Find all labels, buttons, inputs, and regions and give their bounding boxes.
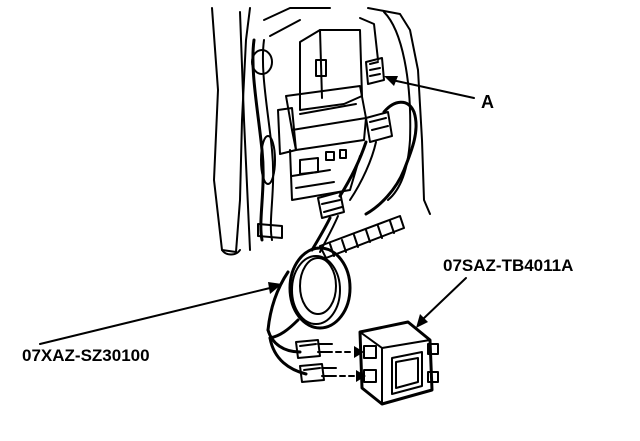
part-number-sz-label: 07XAZ-SZ30100 [22, 346, 150, 365]
harness-end-plugs [295, 339, 337, 383]
leader-a [384, 76, 475, 99]
harness-connector [338, 100, 418, 216]
leader-tb [416, 277, 467, 328]
door-frame [263, 7, 431, 215]
connector-a-icon [365, 57, 385, 85]
callout-a-label: A [481, 92, 494, 112]
harness-coil-icon [266, 246, 352, 376]
pulse-box-icon [358, 320, 439, 406]
pillar-trim [211, 7, 283, 256]
part-number-tb-label: 07SAZ-TB4011A [443, 256, 574, 275]
connection-arrows [335, 351, 357, 377]
leader-sz [39, 282, 282, 345]
